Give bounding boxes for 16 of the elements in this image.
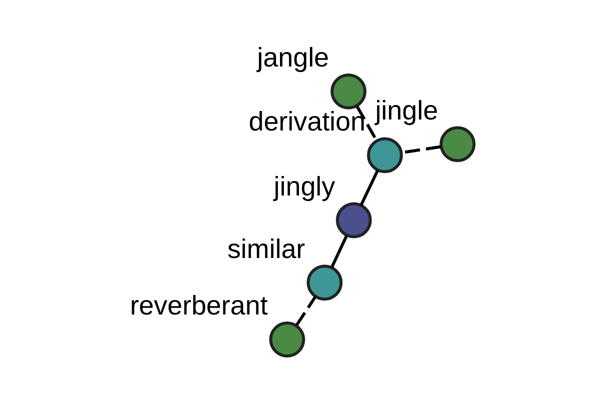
node-label: similar bbox=[226, 233, 305, 264]
node-label: jangle bbox=[256, 42, 329, 72]
node-circle bbox=[335, 202, 372, 238]
node-label: jingly bbox=[273, 170, 335, 201]
connector bbox=[355, 104, 378, 141]
node-circle bbox=[306, 264, 342, 300]
connector bbox=[330, 234, 348, 268]
node-label: reverberant bbox=[129, 290, 268, 320]
connector bbox=[294, 295, 316, 326]
connector bbox=[359, 169, 379, 206]
node-circle bbox=[330, 72, 366, 109]
node-circle bbox=[268, 321, 305, 357]
node-label: jingle bbox=[374, 94, 438, 125]
node-circle bbox=[439, 126, 476, 162]
node-label: derivation bbox=[248, 106, 366, 136]
node-circle bbox=[366, 136, 402, 173]
